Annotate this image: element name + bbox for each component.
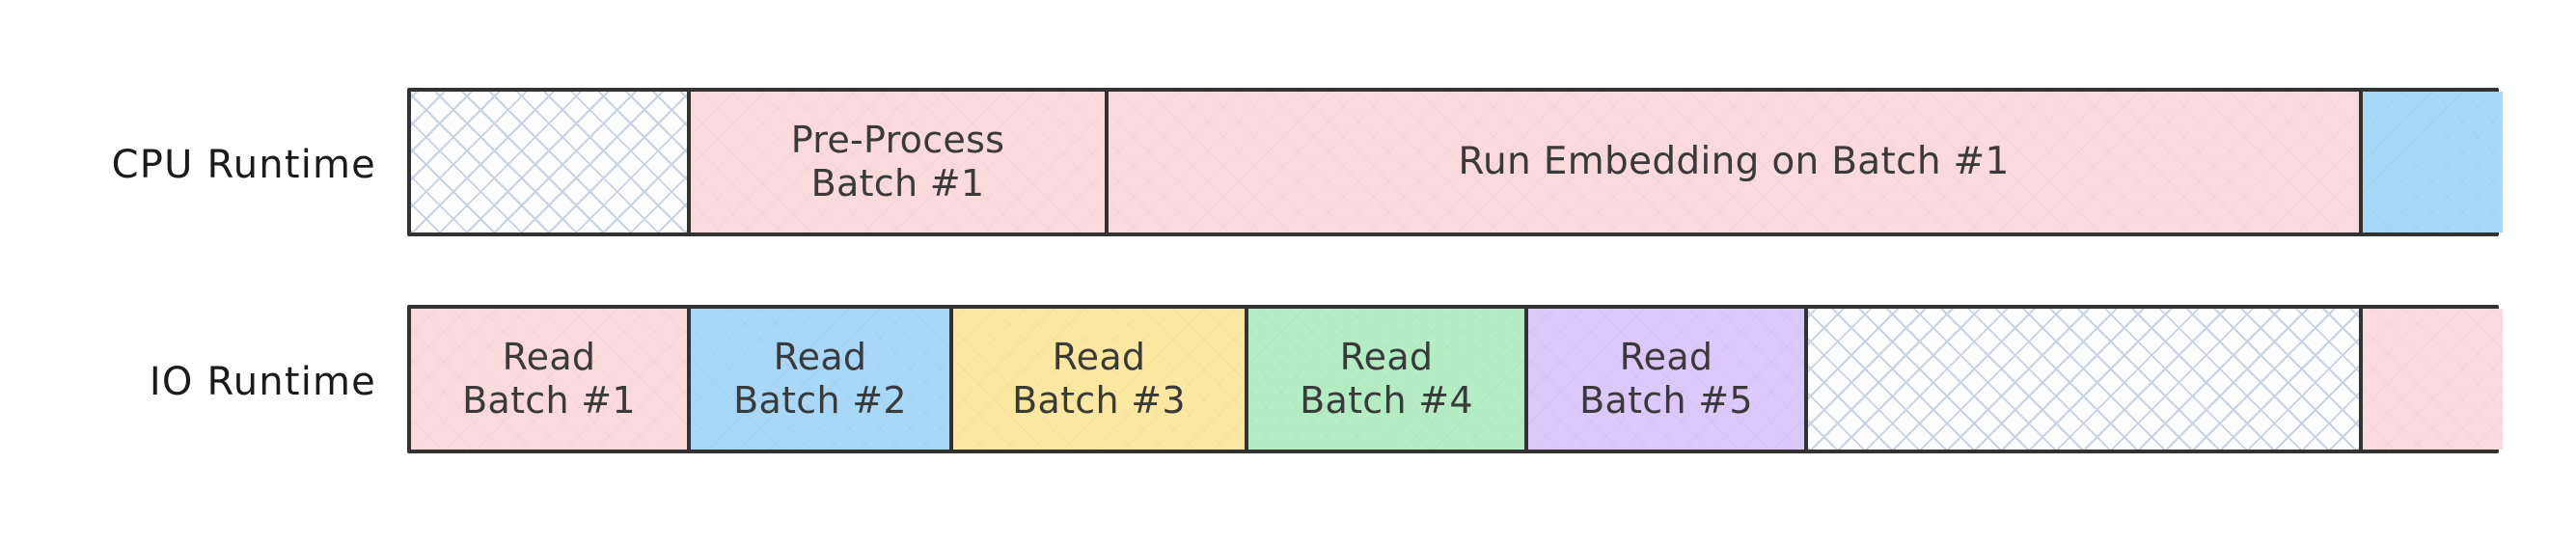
segment-label: Read Batch #1 [462, 336, 636, 422]
segment-label: Read Batch #5 [1579, 336, 1753, 422]
segment-read-batch-4[interactable]: Read Batch #4 [1248, 309, 1528, 450]
segment-label: Read Batch #4 [1300, 336, 1473, 422]
segment-idle-start[interactable] [411, 92, 691, 232]
timeline-row-cpu-runtime: Pre-Process Batch #1 Run Embedding on Ba… [407, 88, 2503, 236]
row-label-cpu-runtime: CPU Runtime [111, 143, 376, 187]
timeline-row-io-runtime: Read Batch #1 Read Batch #2 Read Batch #… [407, 305, 2503, 453]
row-label-io-runtime: IO Runtime [149, 360, 376, 404]
segment-read-batch-6[interactable] [2363, 309, 2503, 450]
segment-read-batch-1[interactable]: Read Batch #1 [411, 309, 691, 450]
segment-read-batch-2[interactable]: Read Batch #2 [691, 309, 953, 450]
segment-label: Read Batch #3 [1012, 336, 1186, 422]
segment-read-batch-5[interactable]: Read Batch #5 [1528, 309, 1808, 450]
segment-next-task[interactable] [2363, 92, 2503, 232]
segment-label: Pre-Process Batch #1 [790, 119, 1005, 205]
segment-run-embedding-b1[interactable]: Run Embedding on Batch #1 [1109, 92, 2363, 232]
segment-read-batch-3[interactable]: Read Batch #3 [953, 309, 1248, 450]
segment-idle-wait[interactable] [1808, 309, 2363, 450]
segment-label: Run Embedding on Batch #1 [1458, 139, 2010, 183]
segment-label: Read Batch #2 [733, 336, 907, 422]
segment-pre-process-b1[interactable]: Pre-Process Batch #1 [691, 92, 1109, 232]
